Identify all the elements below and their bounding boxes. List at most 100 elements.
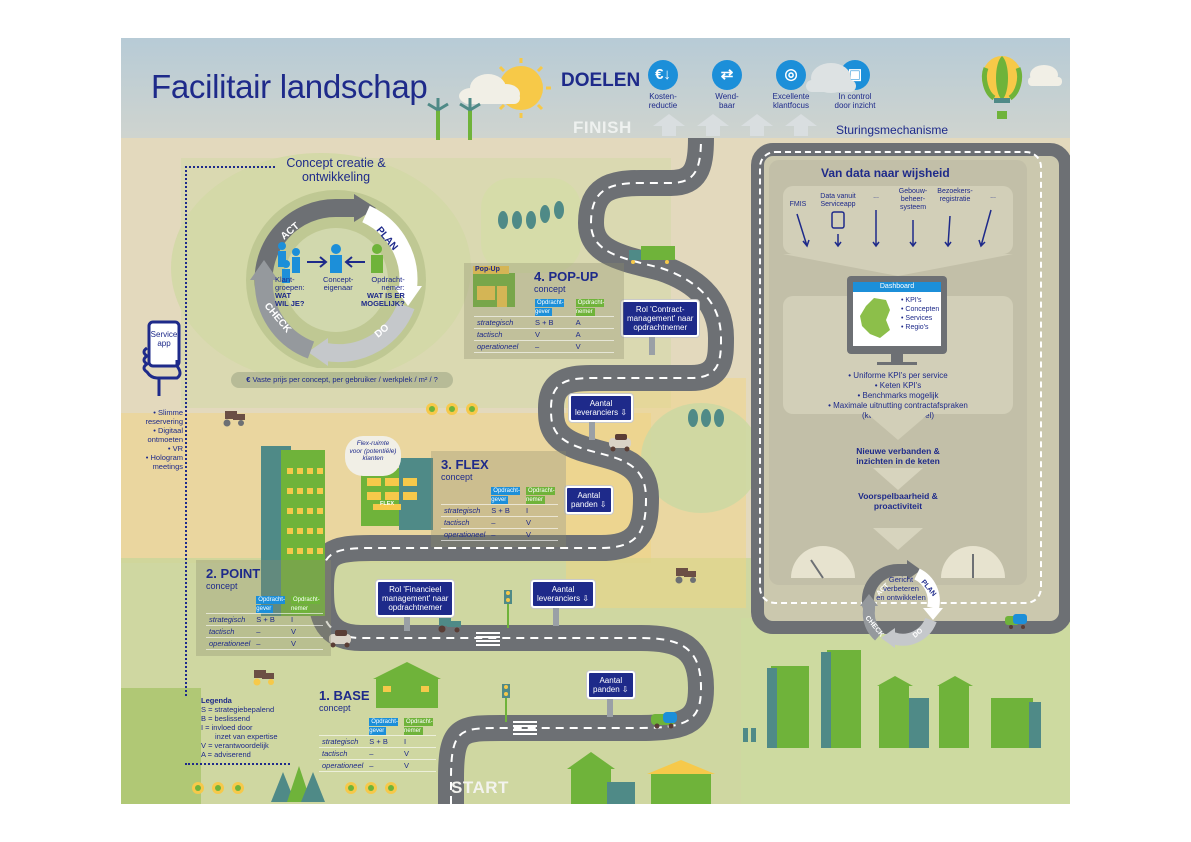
table-row: operationeel–V bbox=[441, 528, 558, 541]
text-line: inzichten in de keten bbox=[856, 456, 940, 466]
roles-table: Opdracht-gever Opdracht-nemer strategisch… bbox=[319, 715, 436, 772]
taker-cell: V bbox=[522, 528, 558, 541]
concept-owner-label: Concept- eigenaar bbox=[323, 276, 353, 292]
source-line: beheer- bbox=[900, 196, 926, 203]
arrow-down-icon bbox=[796, 213, 810, 248]
phone-icon bbox=[831, 211, 845, 229]
level-cell: operationeel bbox=[474, 340, 532, 353]
taker-cell: I bbox=[522, 504, 558, 517]
table-row: tactisch–V bbox=[206, 625, 323, 638]
tractor-icon bbox=[675, 568, 696, 584]
legend-item: A = adviserend bbox=[201, 750, 251, 759]
goals-heading: DOELEN bbox=[561, 70, 641, 91]
cloud-line: klanten bbox=[362, 455, 384, 462]
contractor-icon bbox=[371, 244, 383, 273]
flex-building-sign: FLEX bbox=[380, 501, 395, 507]
taker-header: Opdracht-nemer bbox=[290, 596, 320, 613]
title-line: Concept creatie & bbox=[286, 156, 386, 170]
predictability-text: Voorspelbaarheid & proactiviteit bbox=[803, 491, 993, 511]
road-sign-buildings-2: Aantal panden ⇩ bbox=[587, 671, 635, 717]
level-cell: operationeel bbox=[441, 528, 489, 541]
dashboard-item: • Concepten bbox=[901, 306, 940, 313]
goal-customer-focus: ◎ Excellente klantfocus bbox=[761, 60, 821, 110]
plan-arc bbox=[361, 205, 418, 290]
label-line: Service bbox=[150, 330, 178, 339]
steering-title: Sturingsmechanisme bbox=[836, 123, 949, 137]
legend-item: I = invloed door bbox=[201, 723, 253, 732]
sign-line: Aantal bbox=[551, 585, 575, 594]
euro-icon: € bbox=[246, 375, 251, 384]
question-line: MOGELIJK? bbox=[361, 299, 405, 308]
sign-post bbox=[589, 422, 595, 440]
flex-building-icon bbox=[361, 458, 433, 530]
insights-text: Nieuwe verbanden & inzichten in de keten bbox=[803, 446, 993, 466]
cloud-icon bbox=[806, 63, 856, 93]
level-cell: tactisch bbox=[441, 516, 489, 529]
concept-title: 1. BASE bbox=[319, 688, 370, 703]
feature-line: ontmoeten bbox=[147, 435, 183, 444]
car-icon bbox=[609, 434, 631, 452]
goal-label: klantfocus bbox=[772, 101, 810, 110]
concept-creation-title: Concept creatie & ontwikkeling bbox=[261, 156, 411, 184]
steering-road-centerline bbox=[759, 151, 1042, 604]
label-line: eigenaar bbox=[323, 283, 353, 292]
sign-board: Rol 'Financieel management' naar opdrach… bbox=[376, 580, 455, 617]
data-sources-box bbox=[783, 186, 1013, 254]
gauge-left-icon bbox=[791, 546, 855, 578]
giver-header: Opdracht-gever bbox=[256, 596, 285, 613]
sign-line: opdrachtnemer bbox=[633, 323, 688, 332]
source-line: FMIS bbox=[789, 201, 807, 208]
steering-cycle-center-text: Gericht verbeteren en ontwikkelen bbox=[856, 575, 946, 602]
roles-table: Opdracht-gever Opdracht-nemer strategisch… bbox=[206, 593, 323, 650]
cloud-icon bbox=[459, 74, 520, 104]
source-line: Data vanuit bbox=[820, 193, 856, 200]
road-centerline bbox=[319, 137, 723, 804]
do-arrowhead bbox=[881, 628, 895, 648]
road-sign-buildings-1: Aantal panden ⇩ bbox=[565, 486, 613, 514]
level-cell: tactisch bbox=[474, 328, 532, 341]
text-line: proactiviteit bbox=[873, 501, 923, 511]
source-visitor-registration: Bezoekers-registratie bbox=[933, 188, 977, 204]
sign-line: management' naar bbox=[627, 314, 694, 323]
table-row: tactisch–V bbox=[441, 516, 558, 529]
concept-title: 4. POP-UP bbox=[534, 269, 599, 284]
arrow-down-icon bbox=[944, 215, 952, 248]
taker-header: Opdracht-nemer bbox=[403, 718, 433, 735]
question-line: WIL JE? bbox=[275, 299, 305, 308]
giver-cell: – bbox=[253, 637, 288, 650]
concept-base: 1. BASE concept Opdracht-gever Opdracht-n… bbox=[309, 682, 444, 778]
legend-title: Legenda bbox=[201, 696, 232, 705]
finish-label: FINISH bbox=[573, 118, 632, 137]
label-line: app bbox=[157, 339, 171, 348]
taker-cell: A bbox=[572, 328, 614, 341]
giver-cell: S + B bbox=[488, 504, 523, 517]
act-arrowhead bbox=[907, 560, 921, 580]
traffic-light-icon bbox=[504, 590, 512, 628]
label-line: Concept- bbox=[323, 275, 354, 284]
giver-header: Opdracht-gever bbox=[369, 718, 398, 735]
price-note: € Vaste prijs per concept, per gebruiker… bbox=[231, 372, 453, 388]
road-sign-financial-management: Rol 'Financieel management' naar opdrach… bbox=[376, 580, 455, 631]
infographic-canvas: Facilitair landschap DOELEN €↓ Kosten- r… bbox=[121, 38, 1070, 804]
down-arrow-icon bbox=[863, 410, 933, 440]
up-arrow-icon bbox=[653, 114, 685, 136]
tall-office-building-icon bbox=[261, 446, 325, 616]
concept-subtitle: concept bbox=[319, 703, 351, 713]
do-arc bbox=[324, 302, 415, 363]
taker-cell: V bbox=[572, 340, 614, 353]
level-cell: strategisch bbox=[441, 504, 489, 517]
sign-line: leveranciers ⇩ bbox=[575, 408, 628, 417]
source-building-management: Gebouw-beheer-systeem bbox=[893, 188, 933, 212]
act-arrowhead bbox=[354, 194, 376, 222]
source-line: Serviceapp bbox=[820, 201, 856, 208]
gauge-needle bbox=[810, 559, 824, 579]
monitor-base bbox=[877, 362, 917, 365]
up-arrow-icon bbox=[697, 114, 729, 136]
feature-line: reservering bbox=[145, 417, 183, 426]
road-sign-suppliers-2: Aantal leveranciers ⇩ bbox=[531, 580, 596, 626]
arrow-down-icon bbox=[834, 234, 842, 248]
